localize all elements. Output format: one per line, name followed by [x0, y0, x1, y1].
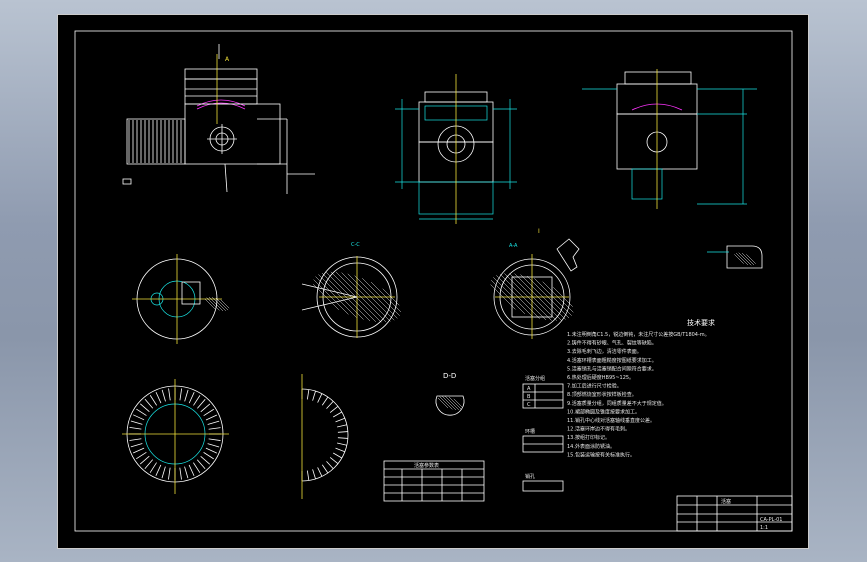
note-line: 9.活塞质量分组，同组质量差不大于规定值。 — [567, 400, 667, 407]
view-front-section — [395, 74, 517, 224]
outer-frame — [57, 14, 809, 549]
ring-table-title: 环槽 — [525, 428, 535, 435]
view-half-grooves — [301, 374, 349, 499]
view-detail-i — [707, 245, 763, 269]
label-dd: D-D — [443, 372, 456, 380]
note-line: 5.活塞销孔与活塞销配合间隙符合要求。 — [567, 365, 657, 372]
view-side-elevation — [122, 44, 315, 194]
group-row-a: A — [527, 386, 531, 392]
view-ring-grooves — [122, 379, 229, 494]
title-part-name: 活塞 — [721, 498, 731, 505]
note-line: 6.热处理后硬度HB95~125。 — [567, 374, 634, 381]
notes-list: 1.未注明倒角C1.5，锐边倒钝，未注尺寸公差按GB/T1804-m。 2.铸件不… — [567, 331, 710, 458]
group-table — [522, 383, 564, 492]
notes-heading: 技术要求 — [687, 318, 715, 327]
note-line: 10.裙部椭圆及锥度按要求加工。 — [567, 408, 640, 415]
label-cc: C-C — [351, 242, 360, 248]
label-a: A — [225, 56, 230, 63]
note-line: 15.包装运输按有关标准执行。 — [567, 451, 635, 458]
view-top-circle — [132, 254, 230, 344]
cad-drawing — [57, 14, 809, 549]
note-line: 4.活塞环槽表面粗糙度按图纸要求加工。 — [567, 357, 657, 364]
view-side-section — [582, 69, 757, 209]
note-line: 2.铸件不得有砂眼、气孔、裂纹等缺陷。 — [567, 340, 657, 347]
pin-table-title: 销孔 — [525, 473, 535, 480]
label-detail: I — [538, 228, 540, 235]
note-line: 1.未注明倒角C1.5，锐边倒钝，未注尺寸公差按GB/T1804-m。 — [567, 331, 710, 338]
note-line: 7.加工后进行尺寸检验。 — [567, 383, 622, 390]
note-line: 8.顶部燃烧室形状按样板检查。 — [567, 391, 637, 398]
params-table — [383, 460, 485, 502]
group-table-title: 活塞分组 — [525, 375, 545, 382]
view-cc-section — [301, 256, 402, 338]
note-line: 3.去除毛刺飞边，清洁零件表面。 — [567, 348, 642, 355]
note-line: 14.外表面涂防锈油。 — [567, 443, 615, 450]
inner-frame — [74, 30, 793, 532]
view-aa-section — [490, 238, 580, 339]
view-dd-section — [435, 395, 465, 416]
note-line: 13.按组打印标记。 — [567, 434, 610, 441]
label-aa: A-A — [509, 243, 518, 249]
group-row-c: C — [527, 402, 531, 408]
drawing-sheet: A C-C A-A D-D I 技术要求 1.未注明倒角C1.5，锐边倒钝，未注… — [57, 14, 809, 549]
title-drawing-no: CA-PL-01 — [760, 517, 783, 523]
title-block — [676, 495, 793, 532]
title-scale: 1:1 — [760, 525, 768, 531]
note-line: 12.活塞环岸边不得有毛刺。 — [567, 426, 630, 433]
note-line: 11.销孔中心线对活塞轴线垂直度公差。 — [567, 417, 655, 424]
text-layer: A C-C A-A D-D I 技术要求 1.未注明倒角C1.5，锐边倒钝，未注… — [225, 56, 783, 531]
params-table-title: 活塞参数表 — [414, 462, 439, 469]
group-row-b: B — [527, 394, 531, 400]
